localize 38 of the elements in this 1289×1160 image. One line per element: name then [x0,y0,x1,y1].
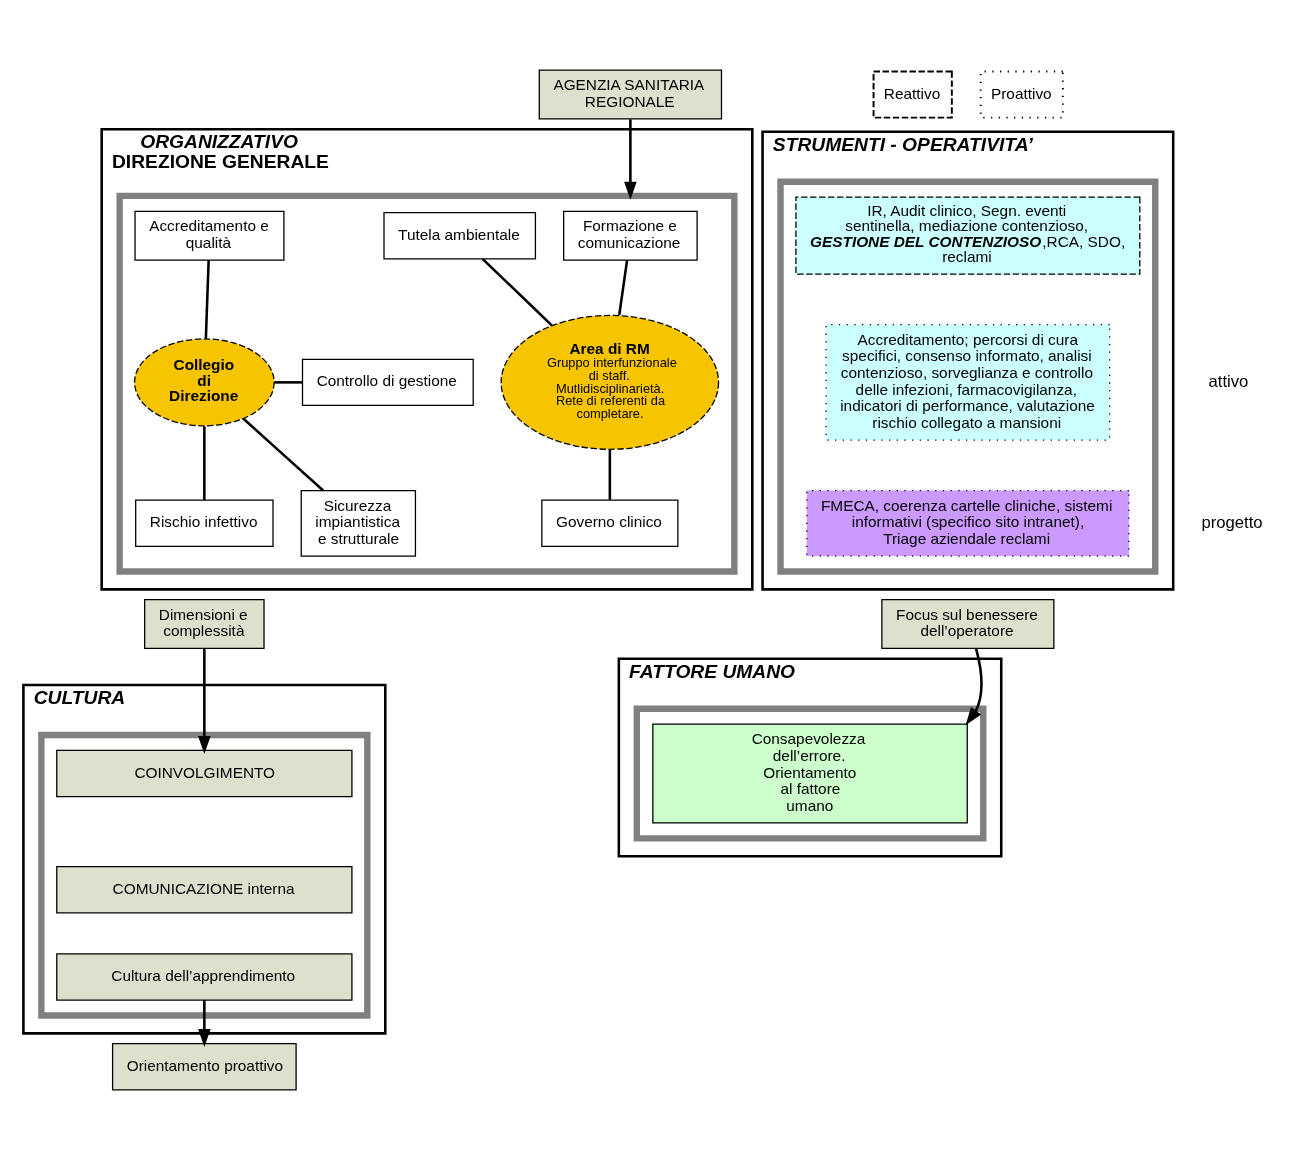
node-box: Governo clinico [541,499,679,548]
node-box: COMUNICAZIONE interna [56,865,353,914]
label: attivo [1208,371,1249,391]
connector [618,259,629,316]
node-box: Rischio infettivo [135,499,274,548]
connector [242,417,325,492]
node-box: Consapevolezza dell’errore. Orientamento al fattore umano [652,723,968,824]
node-box: Accreditamento; percorsi di cura specifici, consenso informato, analisi contenzioso, sorveglianza e controllo delle infezioni, farmacovigilanza, indicatori di performance, valutazione rischio collegato a mansioni [825,324,1111,441]
node-ellipse: Area di RM Gruppo interfunzionale di staff. Mutlidisciplinarietà. Rete di referenti da completare. [500,314,720,450]
node-box: Formazione e comunicazione [563,210,698,261]
legend-label: Proattivo [990,84,1052,102]
connector [481,257,553,327]
node-box: Sicurezza impiantistica e strutturale [300,489,417,557]
arrow [198,1000,211,1048]
arrow [198,648,211,754]
node-box: IR, Audit clinico, Segn. eventi sentinella, mediazione contenzioso, GESTIONE DEL CONTENZIOSO,RCA, SDO, reclami [795,196,1141,275]
cluster [777,178,1159,575]
connector [204,260,210,339]
connector [274,381,303,384]
node-box: Controllo di gestione [301,358,474,407]
connector [203,426,206,501]
cluster [116,192,738,575]
label: progetto [1201,512,1263,532]
arrow [624,119,637,200]
node-box: Accreditamento e qualità [134,210,285,261]
node-box: Tutela ambientale [383,211,537,260]
cluster [38,731,371,1019]
node-ellipse: Collegio di Direzione [133,338,275,427]
node-box: Cultura dell’apprendimento [56,953,353,1001]
node-box: COINVOLGIMENTO [56,749,353,798]
connector [608,449,612,500]
node-box: Orientamento proattivo [111,1043,297,1091]
node-box: FMECA, coerenza cartelle cliniche, sistemi informativi (specifico sito intranet), Triage aziendale reclami [806,489,1130,557]
arrow [965,648,983,726]
node-box: Focus sul benessere dell’operatore [881,599,1055,650]
node-box: AGENZIA SANITARIA REGIONALE [538,69,723,120]
legend-label: Reattivo [883,84,941,102]
node-box: Dimensioni e complessità [144,599,265,650]
